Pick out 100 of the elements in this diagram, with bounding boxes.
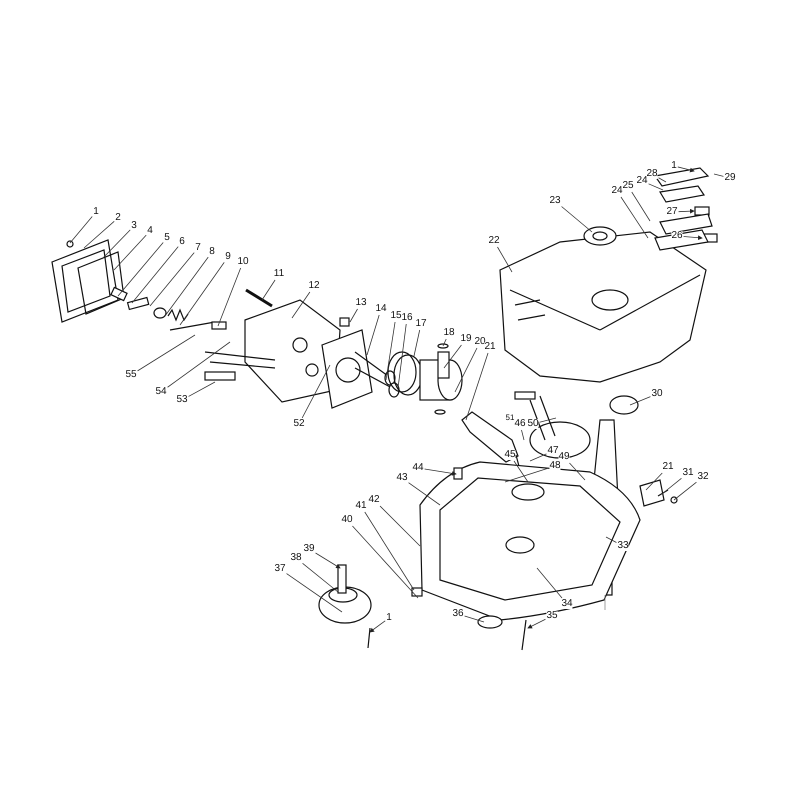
callout-number: 55 <box>125 370 137 380</box>
callout-number: 13 <box>355 298 367 308</box>
callout-number: 17 <box>415 319 427 329</box>
leader-line <box>350 308 358 322</box>
leader-line <box>369 620 386 632</box>
callout-number: 27 <box>666 207 678 217</box>
callout-number: 53 <box>176 395 188 405</box>
leader-line <box>569 462 586 480</box>
leader-line <box>658 177 666 182</box>
leader-line <box>464 616 484 622</box>
leader-line <box>561 206 592 232</box>
leader-line <box>150 252 195 306</box>
leader-line <box>302 364 330 418</box>
leader-line <box>70 216 93 244</box>
leader-line <box>648 183 664 190</box>
leader-line <box>302 562 338 592</box>
leader-line <box>114 234 147 270</box>
callout-number: 6 <box>179 237 185 247</box>
leader-line <box>352 526 418 598</box>
leader-line <box>527 618 546 628</box>
leader-line <box>606 536 617 543</box>
leader-line <box>364 512 414 590</box>
leader-line <box>444 344 462 368</box>
callout-number: 33 <box>617 541 629 551</box>
leader-line <box>521 430 524 440</box>
callout-number: 23 <box>549 196 561 206</box>
callout-number: 54 <box>155 387 167 397</box>
leader-line <box>424 468 457 476</box>
leader-line <box>674 482 697 500</box>
callout-number: 3 <box>131 221 137 231</box>
callout-number: 52 <box>293 419 305 429</box>
leader-line <box>646 472 663 490</box>
leader-line <box>414 330 420 356</box>
callout-number: 39 <box>303 544 315 554</box>
callout-number: 29 <box>724 173 736 183</box>
callout-number: 9 <box>225 252 231 262</box>
leader-line <box>398 324 407 388</box>
leader-line <box>530 453 547 462</box>
callout-number: 44 <box>412 463 424 473</box>
callout-number: 51 <box>506 414 514 422</box>
callout-number: 50 <box>527 419 539 429</box>
callout-number: 8 <box>209 247 215 257</box>
callout-number: 11 <box>274 269 284 279</box>
leader-line <box>536 568 562 598</box>
callout-number: 7 <box>195 243 201 253</box>
leader-line <box>164 256 209 316</box>
callout-number: 16 <box>401 313 413 323</box>
leader-line <box>466 352 488 420</box>
callout-number: 5 <box>164 233 170 243</box>
leader-line <box>218 268 242 326</box>
leader-line <box>386 322 396 380</box>
callout-number: 32 <box>697 472 709 482</box>
leader-line <box>630 396 651 406</box>
leader-line <box>683 235 703 240</box>
leader-line <box>714 174 724 177</box>
callout-number: 42 <box>368 495 380 505</box>
leader-line <box>315 552 341 568</box>
callout-number: 4 <box>147 226 153 236</box>
callout-number: 24 <box>636 176 648 186</box>
leader-line <box>380 506 420 546</box>
leader-line <box>539 418 556 423</box>
callout-number: 43 <box>396 473 408 483</box>
callout-number: 18 <box>443 328 455 338</box>
leader-line <box>454 348 478 392</box>
leader-line <box>504 468 549 482</box>
callout-number: 41 <box>355 501 367 511</box>
callout-number: 24 <box>611 186 623 196</box>
callout-number: 1 <box>671 161 677 171</box>
callout-number: 40 <box>341 515 353 525</box>
leader-line <box>286 573 342 612</box>
leader-line <box>497 246 512 272</box>
callout-number: 20 <box>474 337 486 347</box>
callout-number: 35 <box>546 611 558 621</box>
callout-number: 21 <box>484 342 496 352</box>
callout-number: 14 <box>375 304 387 314</box>
callout-number: 37 <box>274 564 286 574</box>
leader-line <box>662 478 682 494</box>
callout-number: 10 <box>237 257 249 267</box>
callout-number: 36 <box>452 609 464 619</box>
callout-number: 48 <box>549 461 561 471</box>
callout-number: 1 <box>93 207 99 217</box>
callout-number: 25 <box>622 181 634 191</box>
leader-line <box>180 262 225 326</box>
leader-line <box>631 192 650 222</box>
callout-number: 15 <box>390 311 402 321</box>
callout-number: 2 <box>115 213 121 223</box>
callout-number: 19 <box>460 334 472 344</box>
callout-number: 1 <box>386 613 392 623</box>
leader-line <box>514 460 528 482</box>
callout-number: 45 <box>504 450 516 460</box>
callout-number: 47 <box>547 446 559 456</box>
leader-line <box>118 242 164 296</box>
callout-number: 38 <box>290 553 302 563</box>
leader-line <box>442 338 447 346</box>
leader-line <box>188 382 216 397</box>
leader-line <box>408 482 440 506</box>
leader-line <box>137 334 196 372</box>
leader-line <box>167 342 230 388</box>
callout-number: 46 <box>514 419 526 429</box>
callout-number: 30 <box>651 389 663 399</box>
